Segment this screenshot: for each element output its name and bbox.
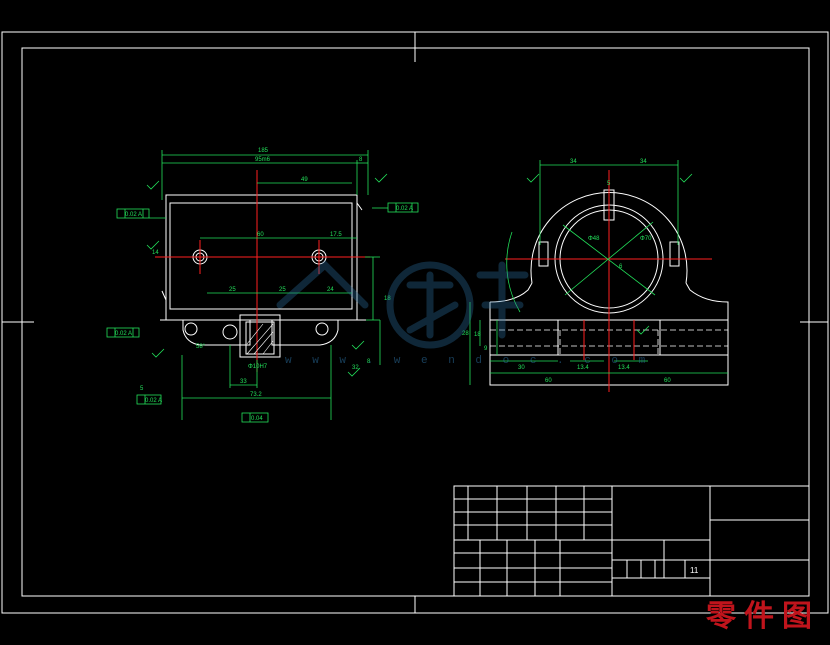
dim-28: 28 [462, 331, 469, 337]
left-view: 185 95m6 8 49 60 17.5 25 25 24 73.2 33 1… [106, 148, 419, 423]
tol-frame-4: 0.02 A [145, 398, 162, 404]
dim-60-left: 60 [545, 378, 552, 384]
title-block [453, 485, 810, 597]
watermark-url: w w w . w e n d o c . c o m [285, 355, 653, 367]
dim-5-right: 5 [607, 181, 611, 187]
dim-phi48: Φ48 [588, 236, 600, 242]
dim-14: 14 [152, 250, 159, 256]
dim-6: 6 [619, 264, 623, 270]
dim-33: 33 [240, 379, 247, 385]
dim-24: 24 [327, 287, 334, 293]
dim-34-left: 34 [570, 159, 577, 165]
dim-49: 49 [301, 177, 308, 183]
dim-18-right: 18 [474, 332, 481, 338]
dim-hole-h7: Φ10H7 [248, 364, 268, 370]
tol-parallel: 0.04 [251, 416, 263, 422]
dim-overall: 185 [258, 148, 269, 154]
tol-frame-1: 0.02 A [125, 212, 142, 218]
dim-60-right: 60 [664, 378, 671, 384]
drawing-caption: 零件图 [706, 599, 820, 634]
dim-25-left: 25 [229, 287, 236, 293]
dim-34-right: 34 [640, 159, 647, 165]
dim-73-2: 73.2 [250, 392, 262, 398]
dim-30: 30 [518, 365, 525, 371]
right-view: 34 34 5 30 60 60 18 9 28 6 Φ48 Φ70 13.4 … [462, 159, 729, 392]
dim-slot-left: 13.4 [577, 365, 589, 371]
dim-32: 32 [352, 365, 359, 371]
dim-60: 60 [257, 232, 264, 238]
dim-width-fit: 95m6 [255, 157, 271, 163]
title-block-number: 11 [690, 566, 699, 575]
dim-phi70: Φ70 [640, 236, 652, 242]
center-marks [2, 32, 828, 613]
outer-border [1, 31, 829, 614]
dim-9: 9 [484, 346, 488, 352]
dim-25-right: 25 [279, 287, 286, 293]
dim-18: 18 [384, 296, 391, 302]
dim-17-5: 17.5 [330, 232, 342, 238]
dim-slot-right: 13.4 [618, 365, 630, 371]
dim-8: 8 [367, 359, 371, 365]
dim-5: 5 [140, 386, 144, 392]
inner-frame [21, 47, 810, 597]
tol-frame-2: 0.02 A [396, 206, 413, 212]
tol-frame-3: 0.02 A [115, 331, 132, 337]
dim-right-gap: 8 [359, 157, 363, 163]
dim-58-deg: 58° [196, 344, 206, 350]
